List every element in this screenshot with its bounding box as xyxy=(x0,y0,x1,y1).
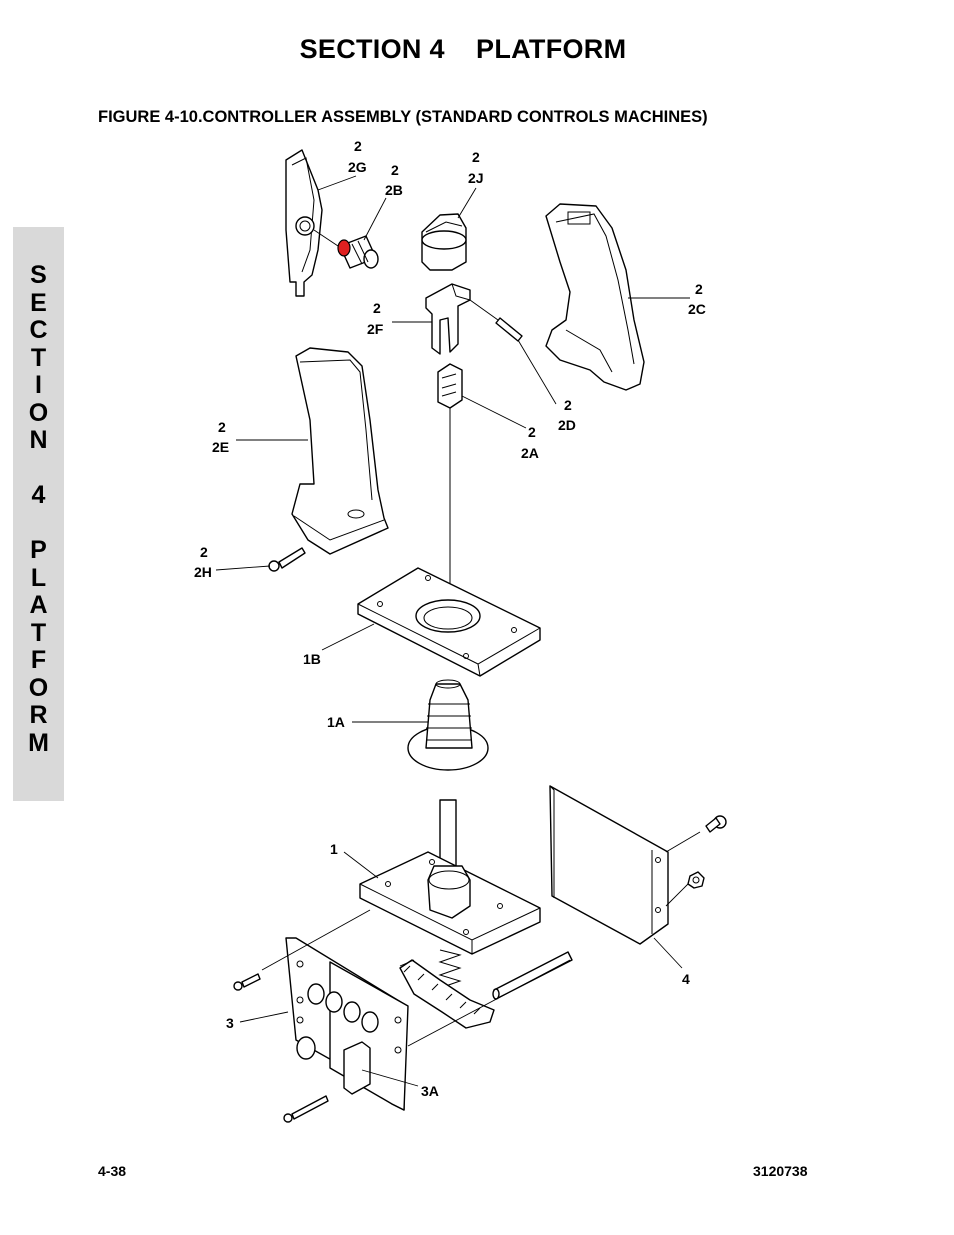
document-number: 3120738 xyxy=(753,1163,808,1179)
callout-2b-bottom: 2B xyxy=(385,182,403,198)
callout-3: 3 xyxy=(226,1015,234,1031)
part-screw-right xyxy=(705,815,727,833)
callout-2f-top: 2 xyxy=(373,300,381,316)
side-tab-letter: P xyxy=(30,536,47,564)
part-screw-left-upper xyxy=(233,973,261,991)
callout-2j-top: 2 xyxy=(472,149,480,165)
side-tab-letter: N xyxy=(29,426,48,454)
side-tab-letter: S xyxy=(30,261,47,289)
figure-title: FIGURE 4-10.CONTROLLER ASSEMBLY (STANDAR… xyxy=(98,108,708,126)
callout-2d-bottom: 2D xyxy=(558,417,576,433)
callout-2h-top: 2 xyxy=(200,544,208,560)
part-2g-trigger-housing xyxy=(285,149,323,297)
part-1a-boot xyxy=(407,679,489,771)
side-tab-letter: T xyxy=(30,343,47,372)
callout-2c-bottom: 2C xyxy=(688,301,706,317)
part-2b-switch xyxy=(337,235,379,269)
part-2a-switch-block xyxy=(437,363,463,409)
section-title: SECTION 4 PLATFORM xyxy=(299,34,627,64)
callout-4: 4 xyxy=(682,971,690,987)
callout-1: 1 xyxy=(330,841,338,857)
part-2f-bracket xyxy=(425,283,471,355)
part-2d-pin xyxy=(495,317,523,342)
side-tab-letter: 4 xyxy=(31,481,46,509)
callout-2j-bottom: 2J xyxy=(468,170,484,186)
side-tab-letter: E xyxy=(30,288,47,317)
side-tab-letter: O xyxy=(28,398,49,427)
part-2e-handle-grip xyxy=(291,347,389,555)
callout-2g-top: 2 xyxy=(354,138,362,154)
side-tab-letter: C xyxy=(29,316,48,344)
callout-3a: 3A xyxy=(421,1083,439,1099)
callout-2g-bottom: 2G xyxy=(348,159,367,175)
part-nut-right xyxy=(687,871,705,889)
side-tab-letter: A xyxy=(29,591,48,619)
part-screw-left-lower xyxy=(283,1095,329,1123)
callout-2e-top: 2 xyxy=(218,419,226,435)
side-tab-letter: O xyxy=(28,673,49,702)
callout-1b: 1B xyxy=(303,651,321,667)
side-tab-letter: F xyxy=(30,646,47,674)
part-1b-plate xyxy=(357,567,541,677)
side-tab-letter: M xyxy=(28,728,49,757)
callout-1a: 1A xyxy=(327,714,345,730)
callout-2e-bottom: 2E xyxy=(212,439,229,455)
part-rod xyxy=(492,951,573,1000)
part-1-controller xyxy=(359,799,541,1029)
callout-2f-bottom: 2F xyxy=(367,321,384,337)
callout-2b-top: 2 xyxy=(391,162,399,178)
side-tab-letter: T xyxy=(30,618,47,647)
part-3-switch-plate xyxy=(285,937,409,1111)
side-tab-letter: R xyxy=(29,701,48,729)
callout-2c-top: 2 xyxy=(695,281,703,297)
part-2h-screw xyxy=(268,547,306,572)
side-tab-letter: I xyxy=(35,371,42,399)
part-4-bracket xyxy=(549,785,669,945)
part-2j-knob xyxy=(421,213,467,271)
callout-2a-top: 2 xyxy=(528,424,536,440)
callout-2a-bottom: 2A xyxy=(521,445,539,461)
part-2c-handle-half xyxy=(545,203,645,391)
side-tab-letter: L xyxy=(30,563,47,592)
callout-2h-bottom: 2H xyxy=(194,564,212,580)
callout-2d-top: 2 xyxy=(564,397,572,413)
page-number: 4-38 xyxy=(98,1163,127,1179)
